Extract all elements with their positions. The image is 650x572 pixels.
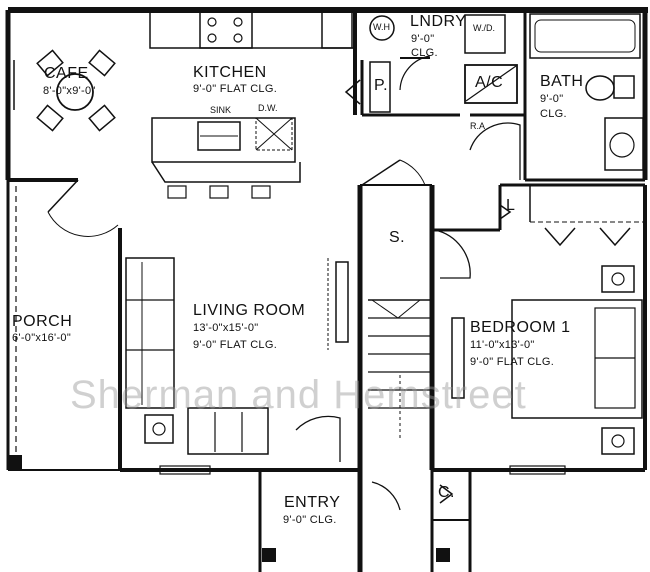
laundry-ceiling-1: 9'-0": [411, 33, 435, 45]
living-room-label: LIVING ROOM: [193, 302, 306, 319]
laundry-ceiling-2: CLG.: [411, 47, 438, 59]
water-heater-label: W.H: [373, 22, 390, 32]
pantry-label: P.: [374, 77, 389, 94]
return-air-label: R.A: [470, 121, 486, 131]
kitchen-label: KITCHEN: [193, 64, 267, 81]
washer-dryer-label: W./D.: [473, 23, 495, 33]
bath-label: BATH: [540, 73, 584, 90]
living-room-dims: 13'-0"x15'-0": [193, 322, 259, 334]
ac-label: A/C: [475, 74, 504, 91]
laundry-label: LNDRY: [410, 13, 467, 30]
porch-dims: 6'-0"x16'-0": [12, 332, 72, 344]
bedroom-dims: 11'-0"x13'-0": [470, 339, 535, 351]
storage-label: S.: [389, 229, 406, 246]
dishwasher-label: D.W.: [258, 103, 278, 113]
bath-ceiling-1: 9'-0": [540, 93, 564, 105]
cafe-label: CAFE: [44, 65, 89, 82]
kitchen-ceiling: 9'-0" FLAT CLG.: [193, 83, 278, 95]
bedroom-label: BEDROOM 1: [470, 319, 571, 336]
watermark: Sherman and Hemstreet: [70, 373, 527, 417]
closet-label: C.: [438, 484, 455, 501]
living-room-ceiling: 9'-0" FLAT CLG.: [193, 339, 278, 351]
porch-label: PORCH: [12, 313, 73, 330]
bedroom-ceiling: 9'-0" FLAT CLG.: [470, 356, 555, 368]
linen-label: L: [506, 197, 516, 214]
sink-label: SINK: [210, 105, 232, 115]
bath-ceiling-2: CLG.: [540, 108, 567, 120]
entry-ceiling: 9'-0" CLG.: [283, 514, 337, 526]
entry-label: ENTRY: [284, 494, 341, 511]
cafe-dims: 8'-0"x9'-0": [43, 85, 96, 97]
